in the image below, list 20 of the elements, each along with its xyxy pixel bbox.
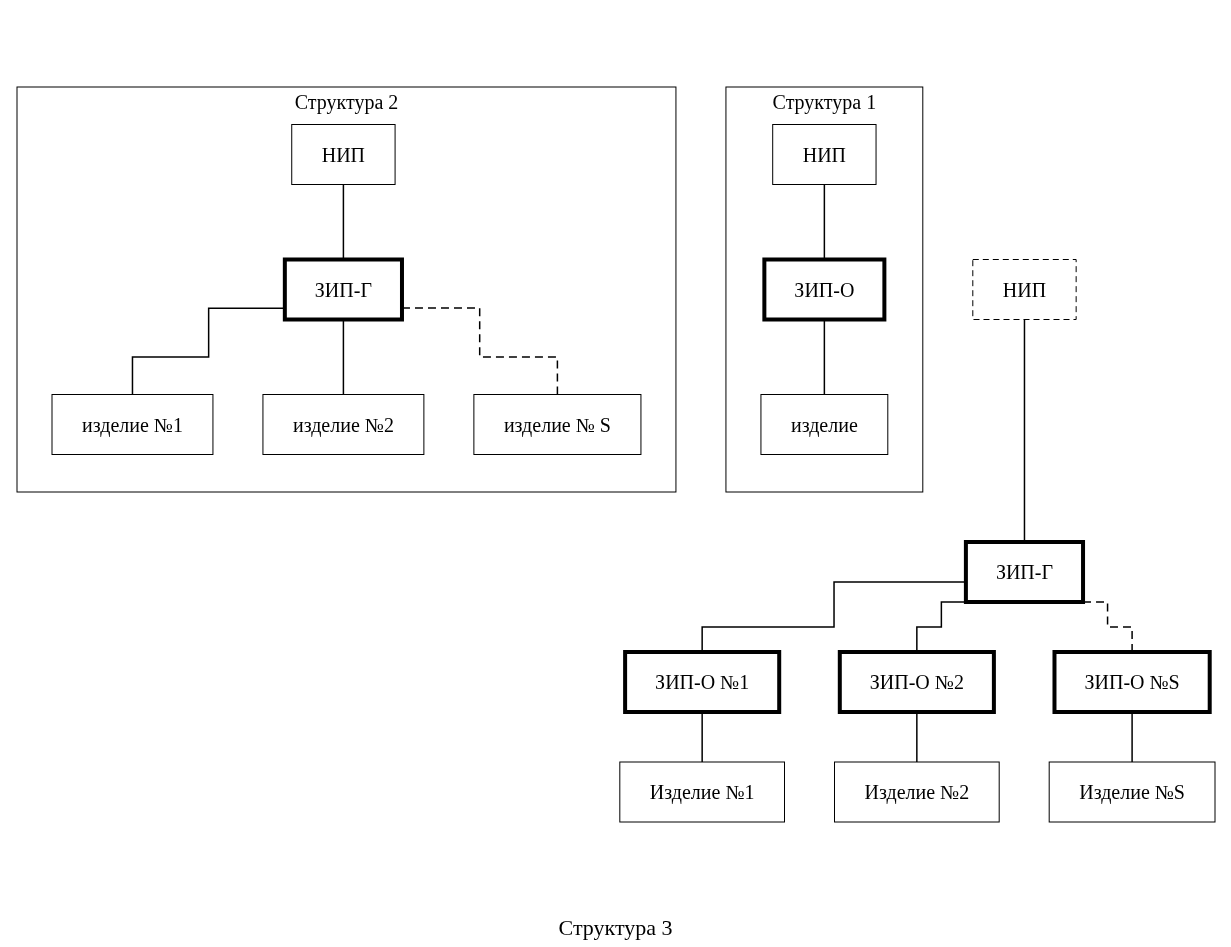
connector: [1023, 318, 1025, 543]
connector: [700, 581, 967, 653]
node-box: ЗИП-О: [761, 257, 886, 322]
node-box: изделие: [759, 394, 888, 455]
node-box: Изделие №S: [1048, 761, 1215, 823]
node-box: изделие №1: [51, 394, 213, 455]
node-box: изделие № S: [472, 394, 641, 455]
node-box: Изделие №1: [618, 761, 785, 823]
node-box: Изделие №2: [833, 761, 1000, 823]
node-box: ЗИП-О №S: [1052, 650, 1212, 714]
node-box: ЗИП-Г: [282, 257, 404, 322]
node-box: НИП: [290, 124, 396, 185]
node-box: изделие №2: [261, 394, 424, 455]
diagram-caption: Структура 3: [558, 915, 673, 941]
node-box: ЗИП-О №1: [622, 650, 781, 714]
node-box: ЗИП-О №2: [837, 650, 996, 714]
node-box: НИП: [971, 259, 1077, 320]
node-box: НИП: [771, 124, 877, 185]
node-box: ЗИП-Г: [963, 540, 1085, 604]
connector: [915, 601, 967, 653]
